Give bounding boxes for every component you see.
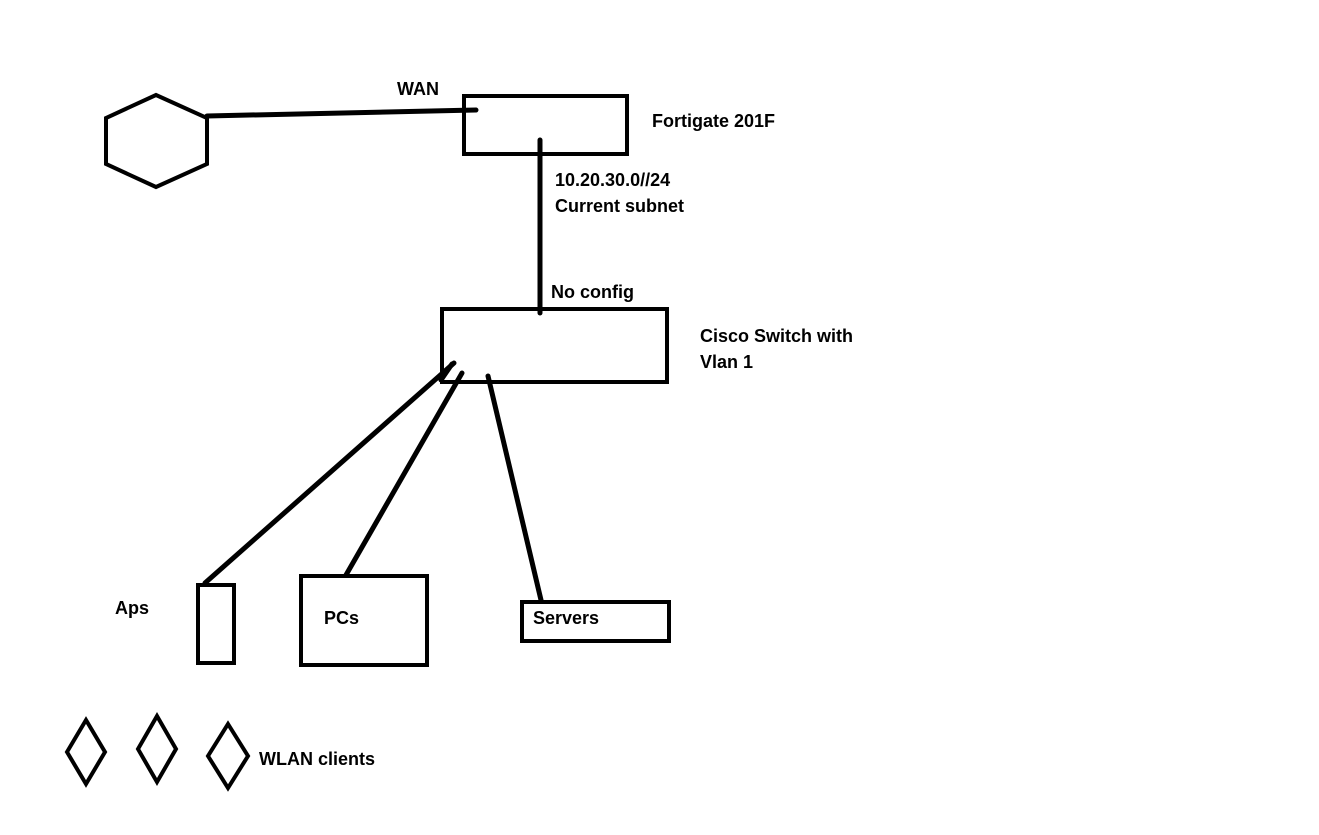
wlan-client-1-diamond bbox=[64, 716, 108, 788]
pcs-box bbox=[299, 574, 429, 667]
servers-box bbox=[520, 600, 671, 643]
wan-label: WAN bbox=[397, 79, 439, 99]
aps-label: Aps bbox=[115, 598, 149, 618]
servers-label: Servers bbox=[533, 608, 599, 628]
switch-pcs-link bbox=[343, 370, 465, 578]
switch-box bbox=[440, 307, 669, 384]
aps-box bbox=[196, 583, 236, 665]
firewall-label: Fortigate 201F bbox=[652, 111, 775, 131]
switch-note: No config bbox=[551, 282, 634, 302]
wlan-client-2-diamond bbox=[135, 711, 179, 787]
switch-aps-link bbox=[202, 360, 457, 586]
subnet-caption: Current subnet bbox=[555, 196, 684, 216]
firewall-box bbox=[462, 94, 629, 156]
subnet-label: 10.20.30.0//24 bbox=[555, 170, 670, 190]
switch-label-line1: Cisco Switch with bbox=[700, 326, 853, 346]
wlan-client-3-diamond bbox=[205, 720, 251, 792]
switch-aps-link-stub bbox=[438, 361, 455, 383]
internet-hexagon bbox=[104, 92, 209, 190]
pcs-label: PCs bbox=[324, 608, 359, 628]
wan-link bbox=[204, 107, 479, 119]
wlan-clients-label: WLAN clients bbox=[259, 749, 375, 769]
switch-label-line2: Vlan 1 bbox=[700, 352, 753, 372]
switch-servers-link bbox=[485, 373, 544, 603]
